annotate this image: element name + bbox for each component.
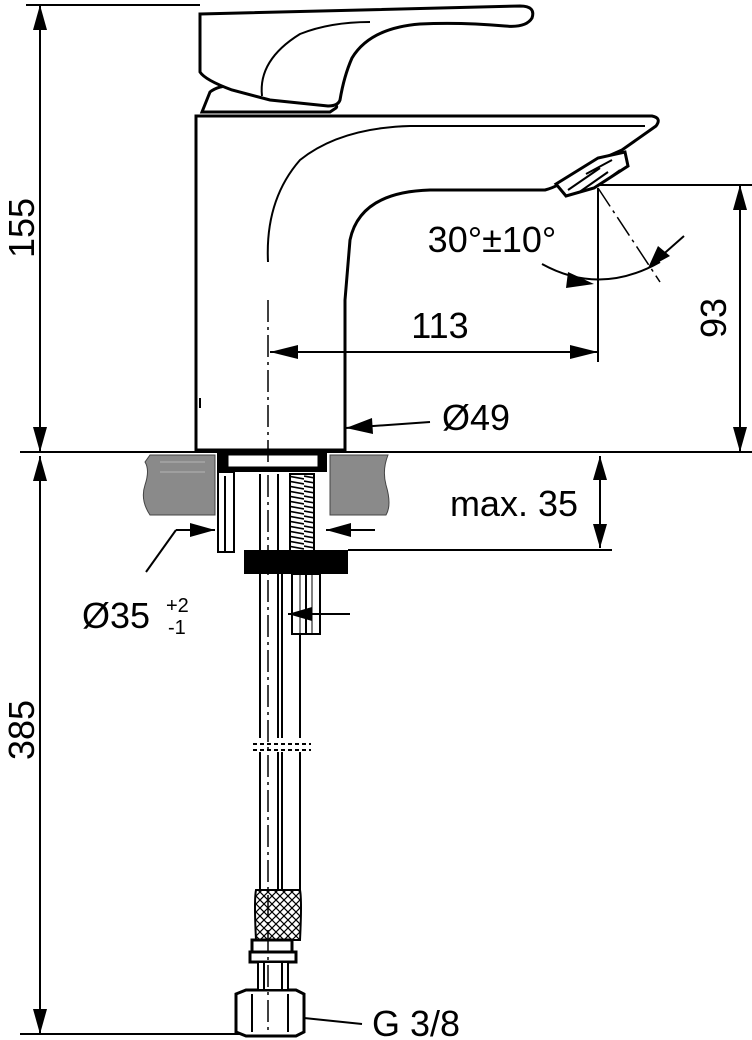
dim-spout-reach: 113 (270, 188, 599, 362)
flexible-hose (234, 474, 312, 1038)
dim-body-diameter: Ø49 (345, 397, 510, 438)
spout-reach-label: 113 (411, 305, 468, 346)
max-thickness-label: max. 35 (450, 483, 578, 524)
hole-tolerance-minus: -1 (168, 617, 186, 639)
mounting-hardware (217, 452, 348, 635)
countertop (142, 454, 390, 516)
dim-hole-diameter: Ø35 +2 -1 (82, 523, 375, 639)
spout-height-label: 93 (693, 298, 734, 338)
total-height-label: 155 (1, 198, 42, 258)
dim-total-height: 155 (1, 4, 200, 452)
dim-connection: G 3/8 (303, 1003, 460, 1040)
dim-spray-angle: 30°±10° (428, 187, 685, 288)
body-diameter-label: Ø49 (442, 397, 510, 438)
hose-length-label: 385 (1, 700, 42, 760)
tap-body (194, 114, 660, 452)
hole-diameter-label: Ø35 (82, 595, 150, 636)
lever-handle (198, 4, 535, 114)
aerator (553, 150, 630, 198)
dim-hose-length: 385 (1, 456, 240, 1035)
spray-angle-label: 30°±10° (428, 219, 557, 260)
hole-tolerance-plus: +2 (166, 595, 189, 617)
connection-label: G 3/8 (372, 1003, 460, 1040)
dim-max-thickness: max. 35 (348, 456, 612, 551)
hose-pointer (288, 607, 350, 621)
dim-spout-height: 93 (600, 184, 752, 452)
